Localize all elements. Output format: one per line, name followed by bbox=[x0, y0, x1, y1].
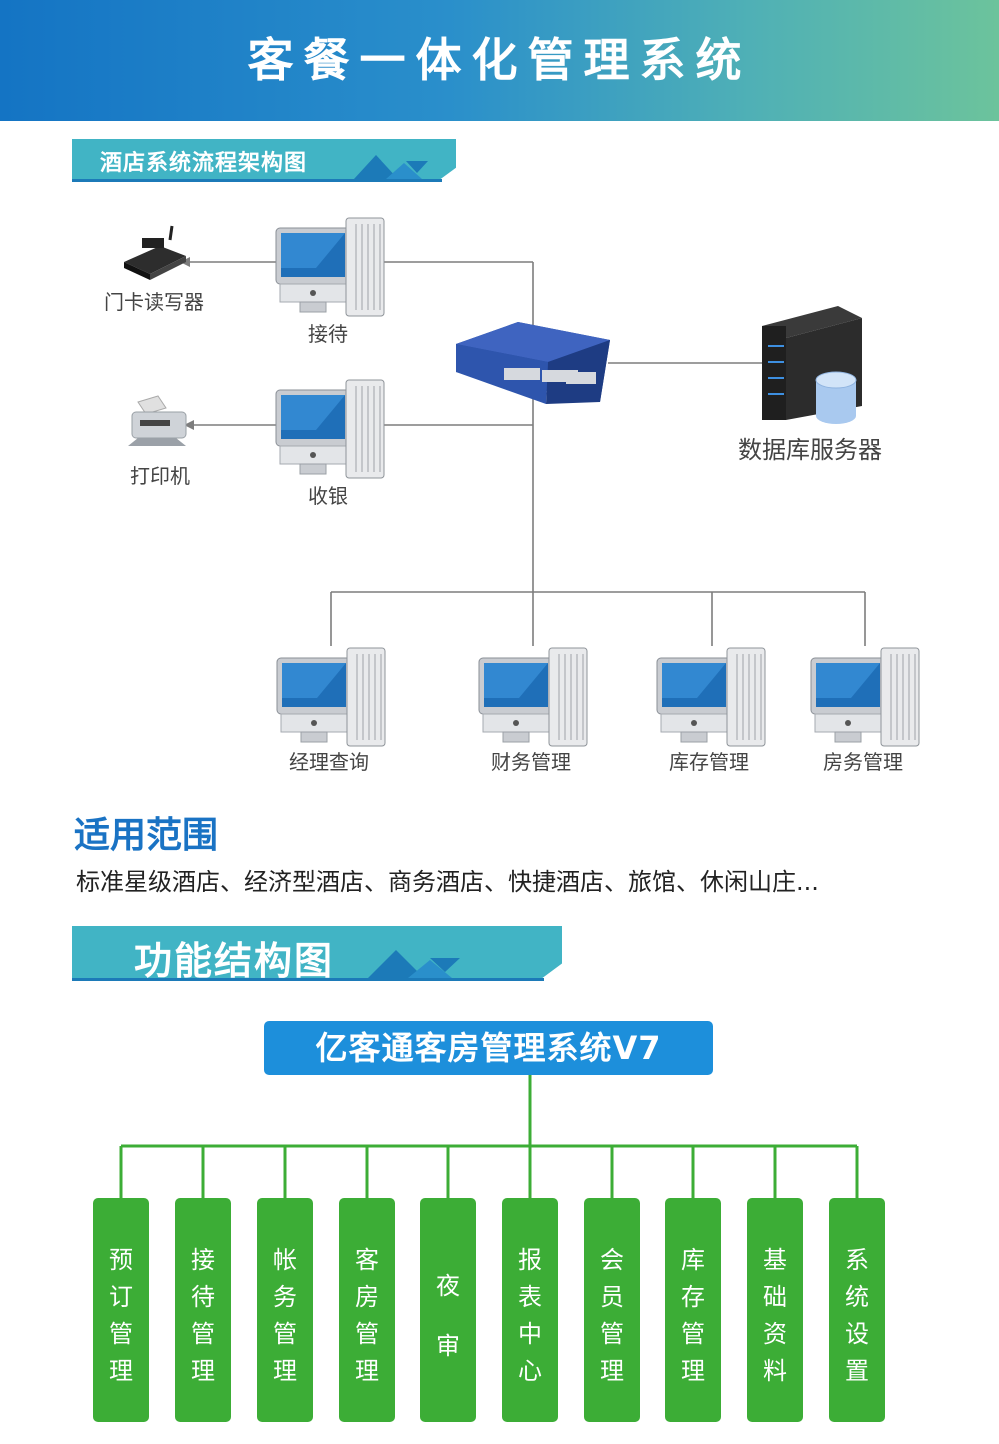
module-label: 报表中心 bbox=[518, 1246, 542, 1385]
label-terminal-manager: 经理查询 bbox=[289, 750, 369, 774]
module-members: 会员管理 bbox=[584, 1198, 640, 1422]
section-title-architecture: 酒店系统流程架构图 bbox=[100, 151, 308, 176]
module-label: 接待管理 bbox=[191, 1246, 215, 1385]
page-title: 客餐一体化管理系统 bbox=[247, 33, 752, 87]
module-label: 基础资料 bbox=[763, 1246, 787, 1385]
section-banner-function: 功能结构图 bbox=[72, 926, 562, 978]
database-server-icon bbox=[762, 306, 862, 424]
module-label: 系统设置 bbox=[845, 1246, 869, 1385]
banner-underline bbox=[72, 978, 544, 981]
module-inventory: 库存管理 bbox=[665, 1198, 721, 1422]
module-basic-data: 基础资料 bbox=[747, 1198, 803, 1422]
module-accounts: 帐务管理 bbox=[257, 1198, 313, 1422]
module-label: 客房管理 bbox=[355, 1246, 379, 1385]
printer-icon bbox=[128, 395, 187, 446]
label-card-reader: 门卡读写器 bbox=[104, 290, 204, 314]
mountain-icon bbox=[368, 950, 460, 978]
scope-title: 适用范围 bbox=[74, 815, 219, 856]
module-label: 预订管理 bbox=[109, 1246, 133, 1385]
module-booking: 预订管理 bbox=[93, 1198, 149, 1422]
network-diagram bbox=[124, 217, 920, 747]
module-label: 会员管理 bbox=[600, 1246, 624, 1385]
card-reader-icon bbox=[124, 225, 186, 280]
label-terminal-inventory: 库存管理 bbox=[669, 750, 749, 774]
terminal-computer-icon bbox=[810, 647, 920, 747]
module-label: 帐务管理 bbox=[273, 1246, 297, 1385]
section-title-function: 功能结构图 bbox=[134, 939, 335, 983]
module-reports: 报表中心 bbox=[502, 1198, 558, 1422]
module-settings: 系统设置 bbox=[829, 1198, 885, 1422]
terminal-computer-icon bbox=[276, 647, 386, 747]
label-printer: 打印机 bbox=[130, 464, 190, 488]
module-night-audit: 夜审 bbox=[420, 1198, 476, 1422]
banner-underline bbox=[72, 179, 442, 182]
header-banner bbox=[0, 0, 999, 121]
label-db-server: 数据库服务器 bbox=[738, 436, 882, 464]
scope-text: 标准星级酒店、经济型酒店、商务酒店、快捷酒店、旅馆、休闲山庄... bbox=[76, 868, 819, 896]
label-cashier: 收银 bbox=[308, 484, 348, 508]
terminal-computer-icon bbox=[478, 647, 588, 747]
tree-connectors bbox=[119, 1075, 859, 1198]
module-label: 库存管理 bbox=[681, 1246, 705, 1385]
mountain-icon bbox=[354, 155, 428, 179]
label-reception: 接待 bbox=[308, 322, 348, 346]
module-reception: 接待管理 bbox=[175, 1198, 231, 1422]
cashier-computer-icon bbox=[275, 379, 385, 479]
module-label: 夜审 bbox=[436, 1272, 460, 1360]
system-root-node: 亿客通客房管理系统V7 bbox=[264, 1021, 713, 1075]
reception-computer-icon bbox=[275, 217, 385, 317]
label-terminal-housekeeping: 房务管理 bbox=[823, 750, 903, 774]
section-banner-architecture: 酒店系统流程架构图 bbox=[72, 139, 456, 179]
module-rooms: 客房管理 bbox=[339, 1198, 395, 1422]
network-switch-icon bbox=[456, 322, 610, 404]
label-terminal-finance: 财务管理 bbox=[491, 750, 571, 774]
terminal-computer-icon bbox=[656, 647, 766, 747]
